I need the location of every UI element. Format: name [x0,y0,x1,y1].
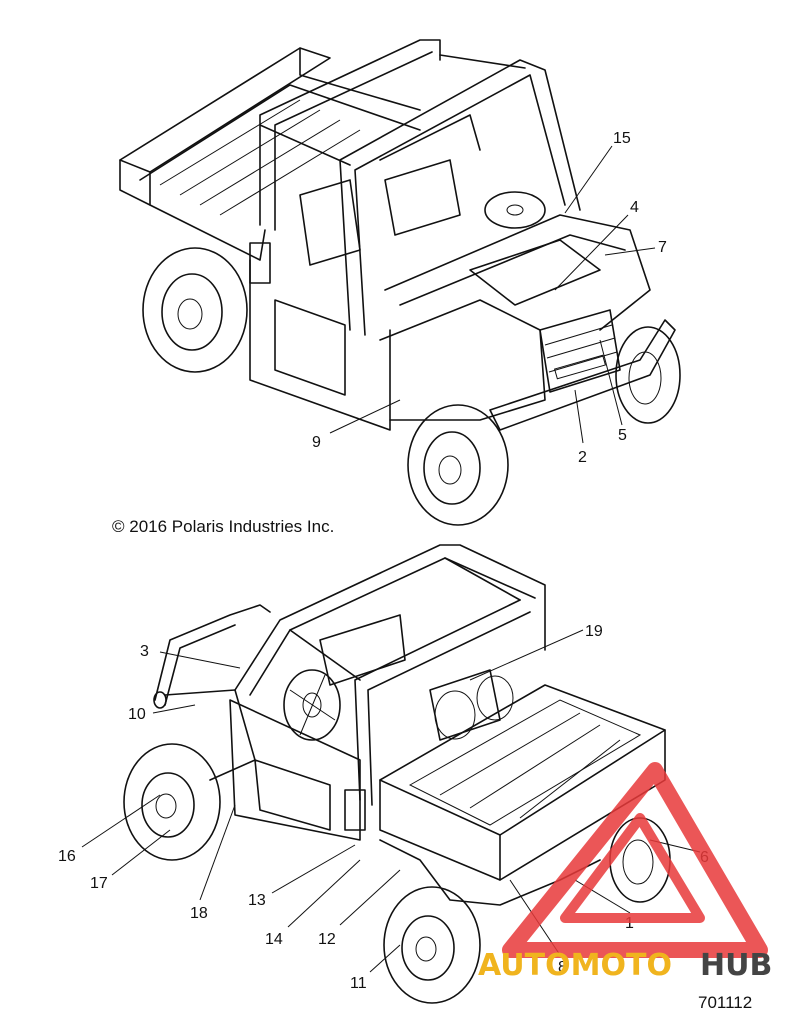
callout-13: 13 [248,892,266,909]
callout-17: 17 [90,875,108,892]
rear-left-wheel-bottom [383,886,481,1004]
callout-7: 7 [658,239,667,256]
callout-10: 10 [128,706,146,723]
top-vehicle-drawing [119,39,681,526]
callout-1: 1 [625,915,634,932]
callout-9: 9 [312,434,321,451]
callout-5: 5 [618,427,627,444]
callout-15: 15 [613,130,631,147]
svg-text:AUTOMOTO: AUTOMOTO [478,948,672,983]
callout-11: 11 [350,975,367,992]
front-right-wheel [615,326,681,424]
callout-4: 4 [630,199,639,216]
bottom-leader-lines [81,629,701,973]
callout-19: 19 [585,623,603,640]
callout-12: 12 [318,931,336,948]
callout-2: 2 [578,449,587,466]
top-callouts: 15 4 7 9 2 5 [312,130,667,466]
front-left-wheel [407,404,509,526]
front-left-wheel-bottom [123,743,221,861]
warning-triangle-logo-icon [502,762,768,958]
callout-14: 14 [265,931,283,948]
copyright-notice: © 2016 Polaris Industries Inc. [112,517,335,536]
figure-id: 701112 [698,993,753,1012]
callout-8: 8 [558,959,567,976]
svg-text:HUB: HUB [700,948,772,983]
callout-16: 16 [58,848,76,865]
watermark-text: AUTOMOTO HUB [478,948,772,983]
bottom-callouts: 3 19 10 16 17 18 13 14 12 11 8 1 6 [58,623,709,992]
callout-18: 18 [190,905,208,922]
bottom-vehicle-drawing [123,544,671,1004]
rear-left-wheel [142,247,248,373]
top-leader-lines [329,145,656,444]
callout-3: 3 [140,643,149,660]
